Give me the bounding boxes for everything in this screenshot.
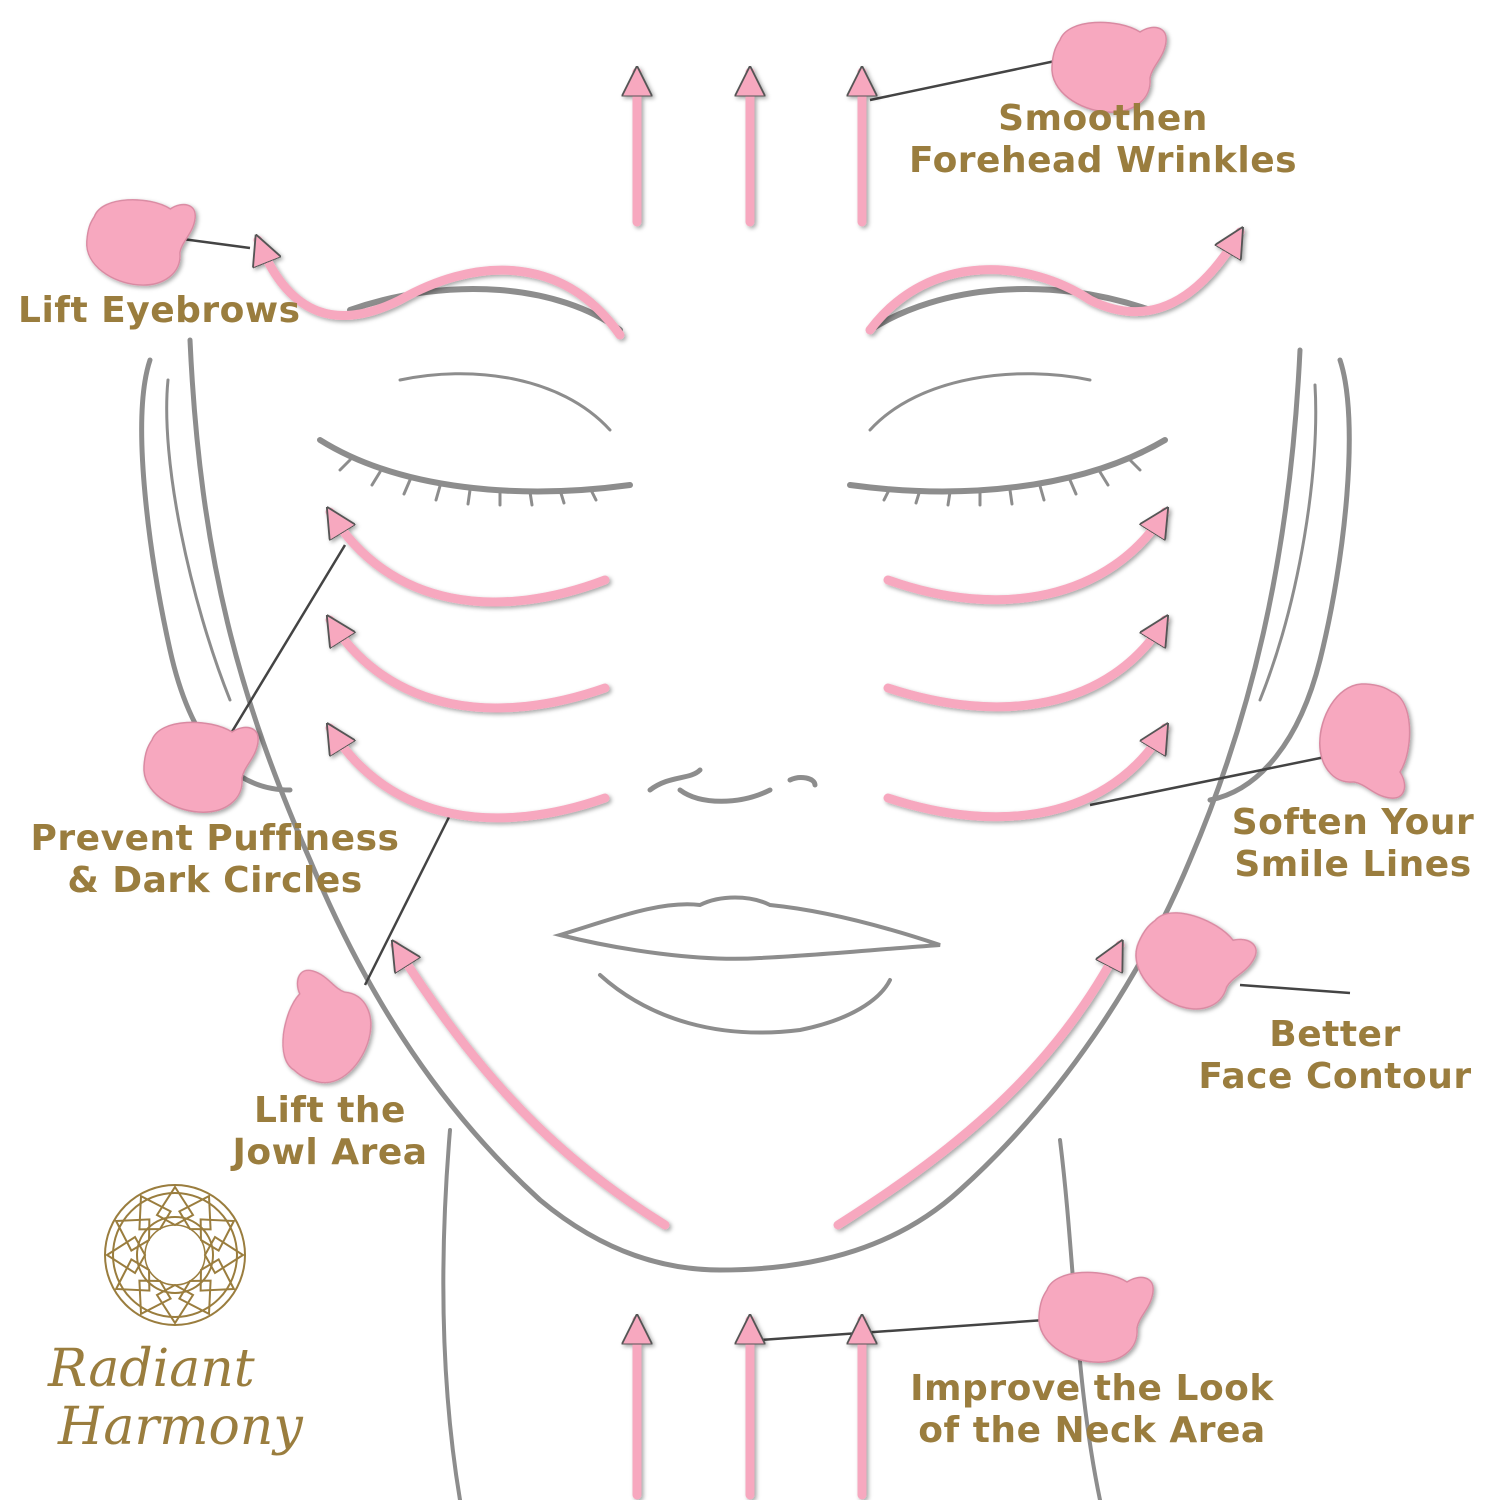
gua-sha-stone-icon [1319,683,1411,799]
arrow-brow-left [258,240,625,340]
leader-neck [759,1318,1046,1342]
label-puffiness-dark-circles: Prevent Puffiness & Dark Circles [30,818,400,902]
label-line: Prevent Puffiness [30,818,400,859]
gua-sha-stone-icon [275,967,380,1091]
leader-smile [1089,753,1336,807]
nose [647,767,818,804]
label-smile-lines: Soften Your Smile Lines [1222,802,1484,886]
face-sketch [139,285,1352,1502]
label-line: Improve the Look [910,1368,1274,1409]
mandala-logo-icon [104,1184,246,1326]
right-eyebrow [867,285,1153,333]
brand-line-1: Radiant [48,1339,255,1399]
left-eye [317,437,633,495]
arrow-jaw-left [390,945,670,1230]
label-line: Soften Your [1231,802,1475,843]
right-eyelid [868,372,1092,432]
label-line: Jowl Area [232,1132,428,1173]
gua-sha-stone-icon [143,721,259,813]
label-jowl-area: Lift the Jowl Area [210,1090,450,1174]
arrow-eye-right-2 [883,620,1170,712]
left-lashes [338,458,598,507]
right-lashes [882,458,1142,507]
left-eyelid [398,372,612,432]
massage-arrows [258,72,1245,1500]
arrow-eye-left-1 [325,512,610,607]
label-line: Better [1269,1014,1401,1055]
left-eyebrow [347,285,623,333]
label-neck-area: Improve the Look of the Neck Area [892,1368,1292,1452]
left-ear-inner [165,378,232,702]
label-forehead-wrinkles: Smoothen Forehead Wrinkles [898,98,1308,182]
upper-lip [552,895,941,961]
label-line: Lift the [254,1090,406,1131]
label-face-contour: Better Face Contour [1180,1014,1490,1098]
leader-lines [174,58,1351,1342]
right-ear-inner [1258,383,1318,702]
arrow-jaw-right [833,945,1125,1230]
label-line: Smile Lines [1234,844,1472,885]
label-lift-eyebrows: Lift Eyebrows [18,290,301,332]
label-line: of the Neck Area [918,1410,1266,1451]
brand-wordmark: Radiant Harmony [48,1340,303,1456]
right-eye [847,437,1168,495]
gua-sha-stone-icon [1038,1271,1154,1363]
neck-left [441,1128,462,1502]
right-cheek-line [717,347,1303,1273]
label-line: Forehead Wrinkles [908,140,1298,181]
leader-jowl [363,814,452,986]
leader-eyebrows [174,236,251,250]
leader-forehead [869,58,1061,102]
label-line: Face Contour [1198,1056,1472,1097]
arrow-eye-left-3 [325,728,610,823]
gua-sha-stone-icon [1122,900,1262,1026]
label-line: Lift Eyebrows [18,290,301,331]
arrow-eye-right-1 [883,512,1170,605]
leader-puffiness [228,544,347,736]
right-ear [1207,357,1352,803]
arrow-eye-right-3 [883,728,1170,822]
label-line: Smoothen [998,98,1208,139]
left-cheek-line [187,337,723,1273]
lower-lip [598,973,892,1035]
arrow-brow-right [865,232,1245,335]
leader-contour [1239,983,1351,995]
gua-sha-stone-icon [85,199,196,286]
brand-line-2: Harmony [58,1397,303,1457]
label-line: & Dark Circles [67,860,363,901]
arrow-eye-left-2 [325,620,610,713]
